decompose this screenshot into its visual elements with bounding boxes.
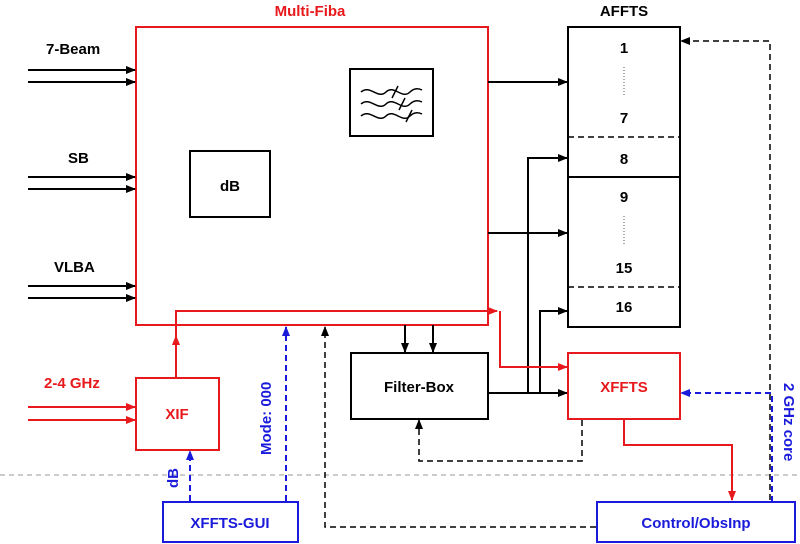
control-group: Control/ObsInp <box>596 501 796 543</box>
affts-title: AFFTS <box>600 3 648 20</box>
xffts-to-filter-box <box>415 419 583 462</box>
xffts-label: XFFTS <box>600 379 648 396</box>
db-blue-label: dB <box>165 468 182 488</box>
xif-label: XIF <box>165 406 188 423</box>
mode-label: Mode: 000 <box>258 382 275 455</box>
affts-row-16: 16 <box>616 299 633 316</box>
affts-row-15: 15 <box>616 260 633 277</box>
xffts-gui-group: XFFTS-GUI dB Mode: 000 <box>162 326 299 543</box>
db-box <box>189 150 271 218</box>
multi-fiba-box <box>135 26 489 326</box>
control-to-multi-fiba <box>321 326 596 528</box>
xffts-gui-box <box>162 501 299 543</box>
affts-row-9: 9 <box>620 189 628 206</box>
input-vlba: VLBA <box>28 259 136 302</box>
input-7beam: 7-Beam <box>28 41 136 86</box>
affts-row-7: 7 <box>620 110 628 127</box>
xffts-gui-label: XFFTS-GUI <box>190 515 269 532</box>
affts-row-8: 8 <box>620 151 628 168</box>
ghz24-label: 2-4 GHz <box>44 375 100 392</box>
affts-row-1: 1 <box>620 40 628 57</box>
bus-to-xffts-line <box>499 311 568 371</box>
xffts-to-control-line <box>623 419 736 501</box>
filter-box-outputs <box>488 154 568 397</box>
filter-box-label: Filter-Box <box>384 379 455 396</box>
control-to-affts <box>680 37 771 500</box>
control-label: Control/ObsInp <box>641 515 750 532</box>
xffts-group: XFFTS <box>567 352 681 420</box>
multi-fiba-group: Multi-Fiba dB <box>135 3 489 326</box>
db-box-label: dB <box>220 178 240 195</box>
filter-box-group: Filter-Box <box>350 325 489 420</box>
xif-to-xffts-line <box>175 307 498 378</box>
affts-group: AFFTS 1 7 8 9 15 16 <box>567 3 681 328</box>
vlba-label: VLBA <box>54 259 95 276</box>
filter-waves-icon <box>349 68 434 137</box>
multi-fiba-label: Multi-Fiba <box>275 3 346 20</box>
xif-box <box>135 377 220 451</box>
beam7-label: 7-Beam <box>46 41 100 58</box>
core-to-xffts <box>680 389 773 502</box>
xif-group: 2-4 GHz XIF <box>28 335 220 451</box>
ghz-core-label: 2 GHz core <box>780 383 797 461</box>
input-sb: SB <box>28 150 136 193</box>
sb-label: SB <box>68 150 89 167</box>
control-box <box>596 501 796 543</box>
